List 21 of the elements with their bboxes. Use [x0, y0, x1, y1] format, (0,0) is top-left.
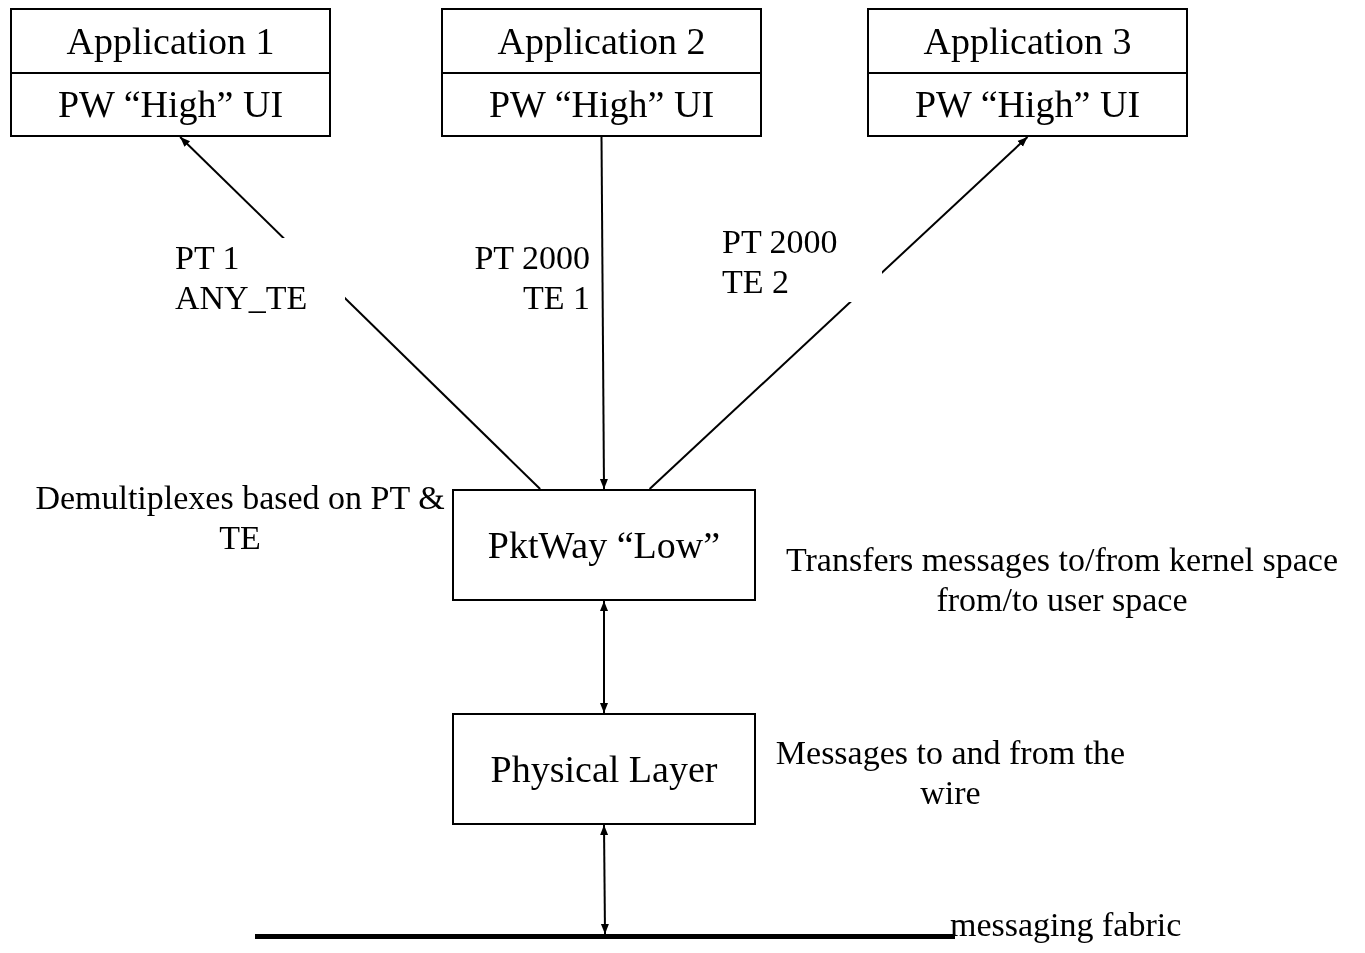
- arrow: [600, 600, 608, 714]
- layer-box: [452, 713, 756, 825]
- layer-box: [441, 8, 762, 137]
- box-title: PktWay “Low”: [487, 523, 721, 567]
- layer-box: [452, 489, 756, 601]
- box-subtitle: PW “High” UI: [914, 82, 1141, 127]
- arrow: [648, 136, 1029, 490]
- annotation-text: messaging fabric: [950, 905, 1183, 945]
- box-title: Application 1: [66, 18, 275, 63]
- arrow: [600, 824, 609, 935]
- box-subtitle: PW “High” UI: [57, 82, 284, 127]
- box-title: Application 2: [497, 18, 706, 63]
- box-subtitle: PW “High” UI: [488, 82, 715, 127]
- box-title: Application 3: [923, 18, 1132, 63]
- box-title: Physical Layer: [490, 747, 718, 791]
- layer-box: [10, 8, 331, 137]
- layer-box: [867, 8, 1188, 137]
- annotation-text: Transfers messages to/from kernel space from/to user space: [784, 540, 1339, 620]
- arrow: [599, 136, 608, 490]
- annotation-text: Demultiplexes based on PT & TE: [34, 478, 446, 558]
- annotation-text: Messages to and from the wire: [774, 733, 1127, 813]
